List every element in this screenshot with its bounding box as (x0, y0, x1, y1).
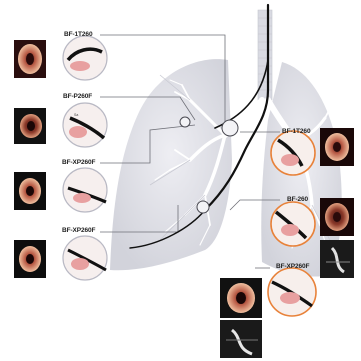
right-photo-1 (320, 128, 354, 166)
right-magnifier-1 (271, 131, 315, 175)
left-magnifier-3 (63, 168, 107, 212)
right-photo-2 (320, 198, 354, 236)
right-magnifier-2 (271, 202, 315, 246)
left-scope-label-4: BF-XP260F (62, 227, 95, 234)
left-photo-4 (14, 240, 46, 278)
right-scope-label-3: BF-XP260F (276, 263, 309, 270)
left-scope-label-2: BF-P260F (63, 93, 92, 100)
left-photo-1 (14, 40, 46, 78)
left-photo-3 (14, 172, 46, 210)
right-scope-label-1: BF-1T260 (282, 128, 310, 135)
left-scope-label-1: BF-1T260 (64, 31, 92, 38)
right-xray-1 (320, 240, 354, 278)
left-scope-label-3: BF-XP260F (62, 159, 95, 166)
bottom-xray (220, 320, 262, 358)
right-scope-label-2: BF-260 (287, 196, 308, 203)
left-magnifier-4 (63, 236, 107, 280)
right-magnifier-3 (268, 268, 316, 316)
left-magnifier-1 (63, 36, 107, 80)
left-photo-2 (14, 108, 46, 144)
bottom-photo (220, 278, 262, 318)
right-lung-shape (110, 59, 232, 270)
svg-text:Sa: Sa (74, 113, 78, 117)
left-magnifier-2: Sa (63, 103, 107, 147)
